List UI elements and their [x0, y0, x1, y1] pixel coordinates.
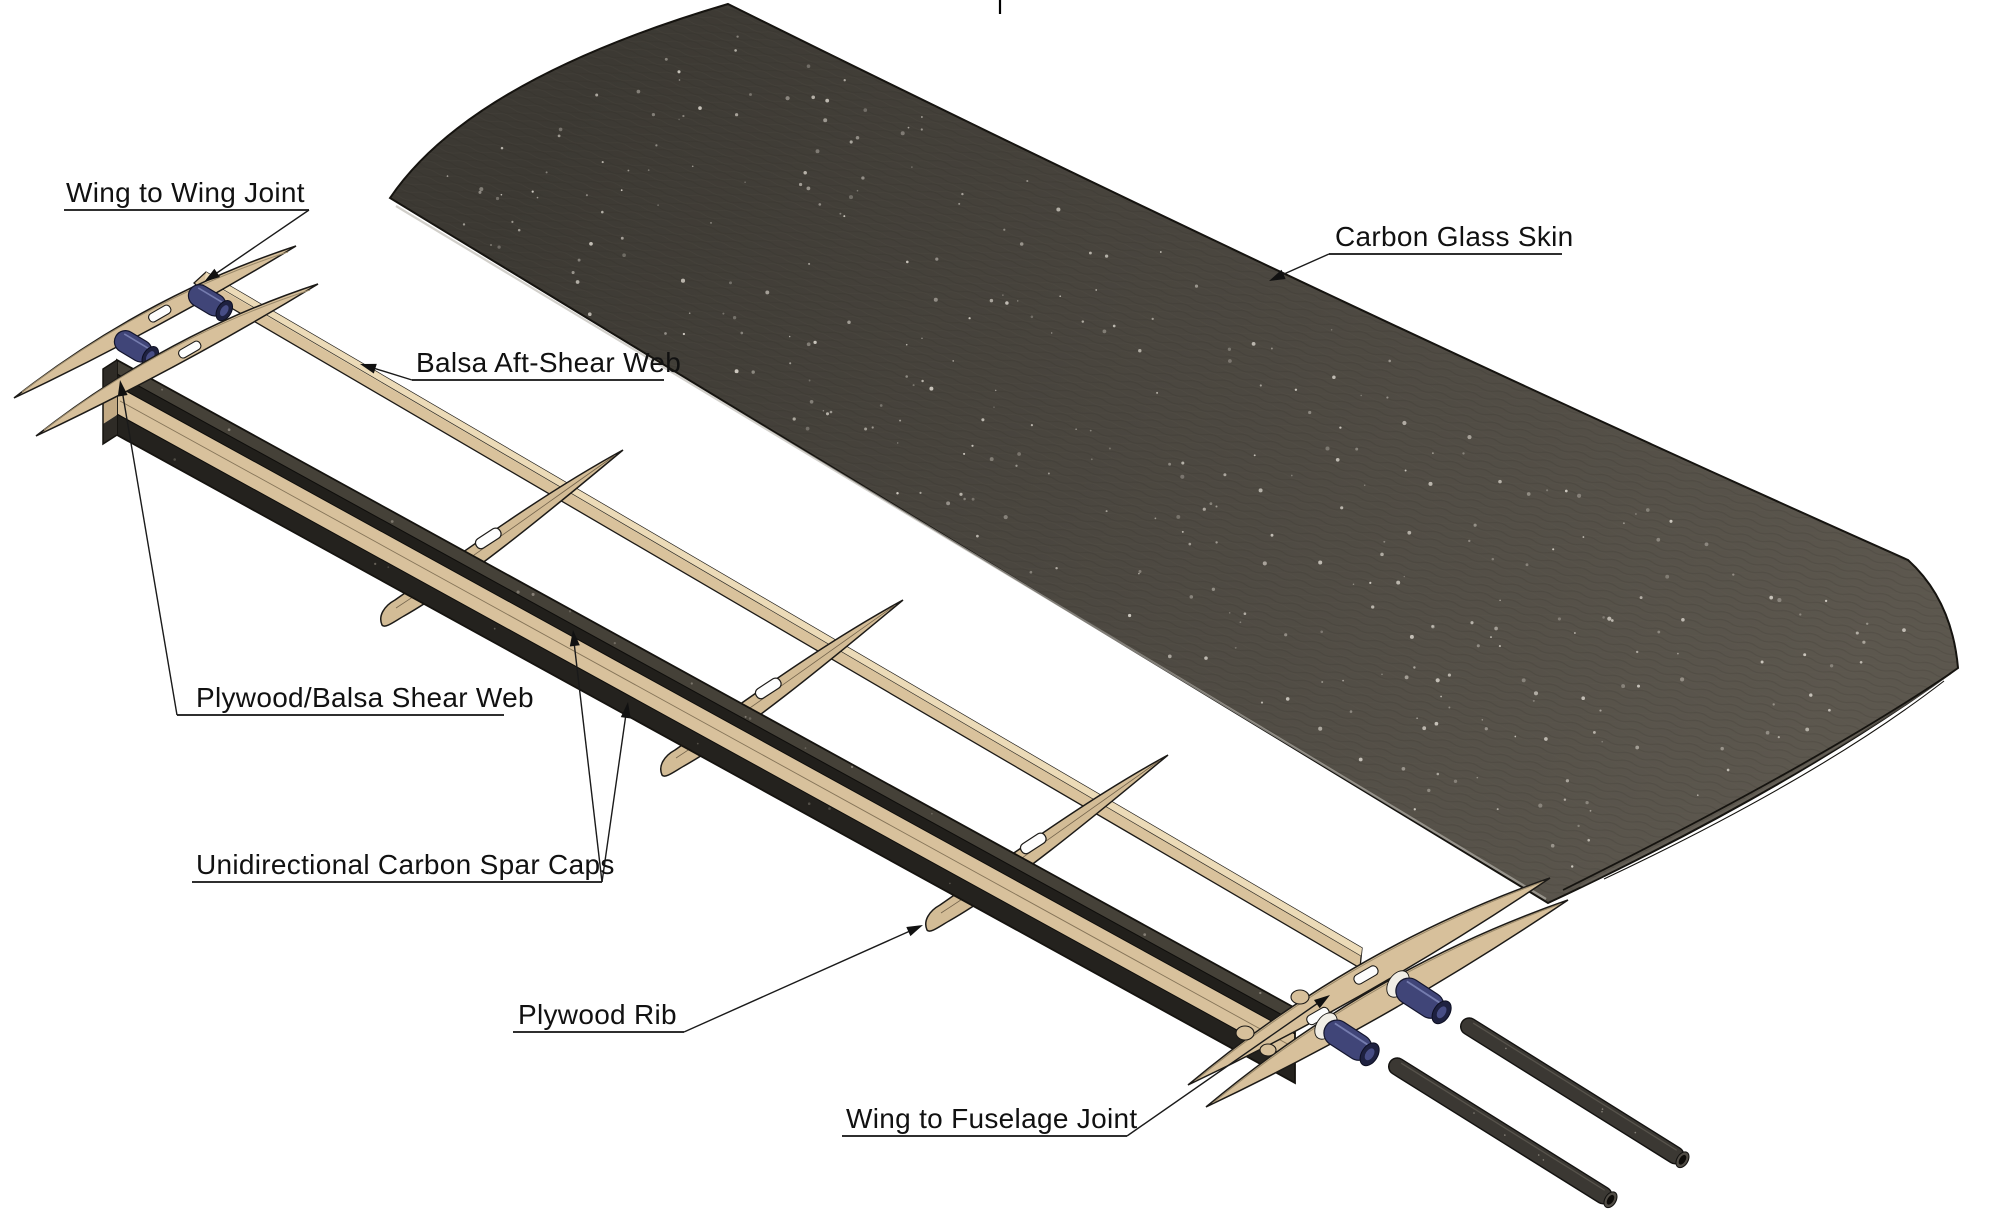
leader-carbon-glass-skin: [1269, 253, 1562, 281]
label-wing-to-wing-joint: Wing to Wing Joint: [66, 177, 305, 208]
wing-to-fuselage-joint-assembly: [1187, 877, 1569, 1108]
label-plywood-balsa-shear-web: Plywood/Balsa Shear Web: [196, 682, 534, 713]
joint-notch: [1235, 1025, 1255, 1041]
label-wing-to-fuselage-joint: Wing to Fuselage Joint: [846, 1103, 1137, 1134]
joint-notch: [1290, 989, 1310, 1005]
rod-speckle-texture: [1473, 1047, 1637, 1161]
carbon-joiner-rod-upper: [1460, 1017, 1690, 1169]
carbon-joiner-rod-lower: [1388, 1057, 1618, 1209]
label-unidirectional-carbon-spar-caps: Unidirectional Carbon Spar Caps: [196, 849, 615, 880]
spar-top-face: [117, 360, 1295, 1022]
leader-balsa-aft-shear-web: [360, 363, 664, 381]
leader-plywood-rib: [513, 925, 923, 1033]
label-plywood-rib: Plywood Rib: [518, 999, 677, 1030]
joint-slot-hole: [178, 340, 202, 359]
fuselage-joint-rib-front: [1205, 899, 1569, 1108]
fuselage-joint-bushing-lower: [1314, 1012, 1380, 1067]
label-balsa-aft-shear-web: Balsa Aft-Shear Web: [416, 347, 681, 378]
balsa-aft-shear-web-part: [193, 271, 1363, 970]
leader-unidirectional-carbon-spar-caps: [192, 630, 631, 883]
upper-carbon-spar-cap: [117, 374, 1295, 1034]
joint-slot-hole: [1353, 965, 1379, 985]
joint-pin-upper: [187, 284, 234, 322]
label-carbon-glass-skin: Carbon Glass Skin: [1335, 221, 1574, 252]
joint-slot-hole: [148, 304, 172, 323]
leader-plywood-balsa-shear-web: [117, 380, 504, 716]
main-spar: [102, 358, 1296, 1085]
leader-wing-to-fuselage-joint: [842, 995, 1330, 1137]
fuselage-joint-bushing-upper: [1386, 970, 1452, 1025]
joint-notch: [1259, 1043, 1277, 1057]
skin-speckle-texture: [446, 35, 1906, 868]
lower-carbon-spar-cap: [117, 414, 1295, 1083]
wing-joint-rib-front: [35, 283, 319, 437]
wing-to-wing-joint-assembly: [13, 245, 319, 437]
leader-wing-to-wing-joint: [64, 209, 310, 282]
trailing-edge-fold-line: [1562, 672, 1952, 891]
carbon-glass-skin-panel: [388, 2, 1960, 905]
